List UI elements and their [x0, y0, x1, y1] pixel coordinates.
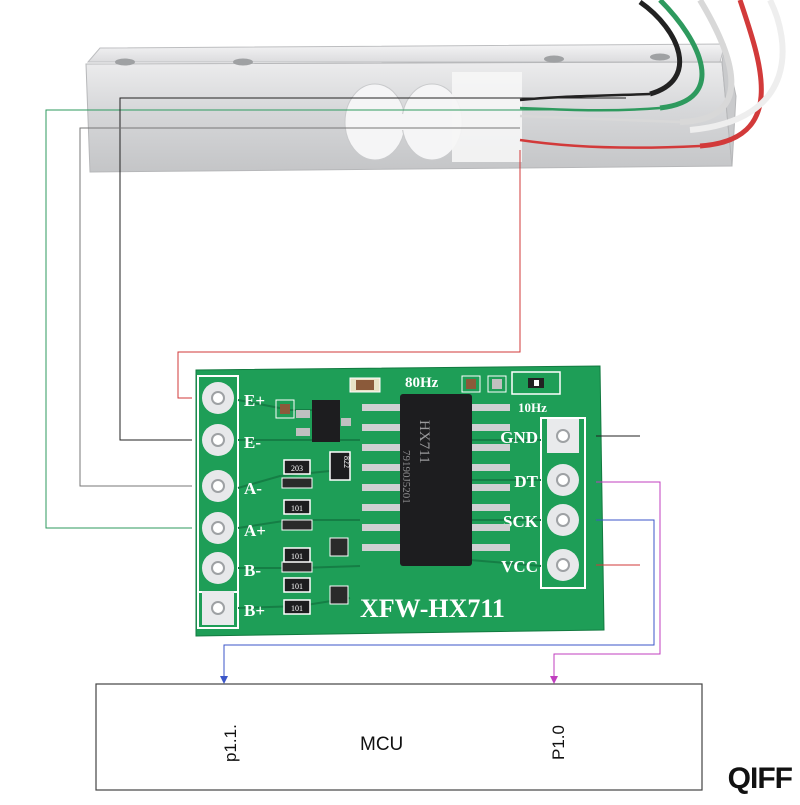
right-pin-label: GND — [500, 428, 538, 447]
right-pin-label: VCC — [501, 557, 538, 576]
left-pin-labels: E+ E- A- A+ B- B+ — [244, 391, 266, 620]
svg-text:101: 101 — [291, 552, 303, 561]
load-cell — [85, 43, 737, 173]
mcu-pin-a: p1.1. — [221, 724, 240, 762]
hx711-chip: HX711 79190J5201 — [362, 394, 510, 566]
board-name: XFW-HX711 — [360, 594, 505, 623]
mcu-wires — [220, 435, 661, 684]
rate-alt-label: 10Hz — [518, 400, 547, 415]
resistor: 822 — [329, 451, 351, 481]
sck-wire — [223, 519, 655, 680]
left-pin-label: E- — [244, 433, 261, 452]
svg-text:101: 101 — [291, 604, 303, 613]
chip-code: 79190J5201 — [400, 450, 412, 504]
mcu-pin-b: P1.0 — [549, 725, 568, 760]
right-pin-pad — [547, 504, 579, 536]
resistor: 101 — [283, 499, 311, 515]
resistor: 101 — [283, 599, 311, 615]
dt-wire — [553, 481, 661, 680]
svg-text:203: 203 — [291, 464, 303, 473]
mcu-label: MCU — [360, 734, 403, 755]
left-pin-pad — [202, 512, 234, 544]
load-cell-cable — [638, 0, 786, 149]
chip-label: HX711 — [416, 420, 432, 464]
left-pin-pad — [202, 382, 234, 414]
resistor: 101 — [283, 577, 311, 593]
load-cell-wires — [45, 97, 626, 529]
green-wire — [45, 109, 626, 529]
resistors: 203 822 101 101 101 101 — [281, 451, 351, 615]
right-pin-label: SCK — [503, 512, 539, 531]
resistor: 203 — [283, 459, 311, 475]
right-pin-labels: GND DT SCK VCC — [500, 428, 539, 576]
left-pin-label: B+ — [244, 601, 265, 620]
left-pin-label: E+ — [244, 391, 265, 410]
mcu-block: MCU p1.1. P1.0 — [95, 683, 703, 791]
left-pin-label: B- — [244, 561, 261, 580]
left-pin-label: A- — [244, 479, 262, 498]
left-pin-pads — [202, 382, 234, 625]
svg-text:101: 101 — [291, 504, 303, 513]
right-pin-pads — [547, 419, 579, 581]
right-pin-pad — [547, 419, 579, 453]
right-pin-label: DT — [514, 472, 538, 491]
brand-watermark: QIFF — [727, 762, 793, 795]
smd-components — [275, 371, 561, 442]
left-pin-pad — [202, 591, 234, 625]
left-pin-pad — [202, 470, 234, 502]
svg-text:101: 101 — [291, 582, 303, 591]
right-pin-pad — [547, 549, 579, 581]
right-pin-pad — [547, 464, 579, 496]
left-pin-label: A+ — [244, 521, 266, 540]
resistor: 101 — [283, 547, 311, 563]
white-wire — [79, 127, 520, 487]
red-wire — [177, 150, 521, 399]
black-wire — [119, 97, 626, 441]
svg-text:822: 822 — [342, 456, 351, 468]
left-pin-pad — [202, 552, 234, 584]
rate-label: 80Hz — [405, 375, 439, 391]
left-pin-pad — [202, 424, 234, 456]
